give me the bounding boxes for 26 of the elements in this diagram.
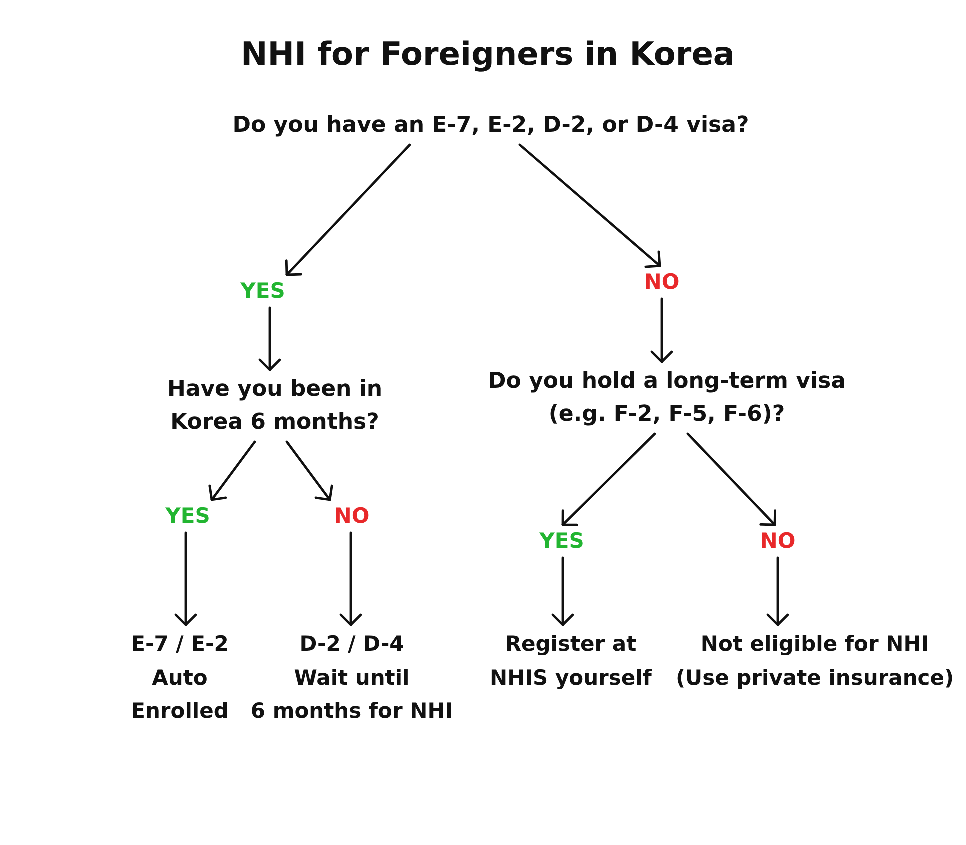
outcome-text: D-2 / D-4 Wait until 6 months for NHI [250,628,454,728]
no-label: NO [644,269,680,296]
no-label: NO [760,528,796,555]
yes-label: YES [540,528,584,555]
diagram-title: NHI for Foreigners in Korea [241,35,735,74]
question-text: Do you hold a long-term visa (e.g. F-2, F-5, F-6)? [488,365,846,431]
arrow [174,532,198,626]
no-label: NO [334,503,370,530]
arrow [286,440,334,502]
arrow [208,440,256,502]
arrow [518,144,662,268]
arrow [562,432,656,526]
arrow [552,556,574,626]
arrow [340,532,362,626]
outcome-text: Register at NHIS yourself [490,628,652,695]
arrow [258,306,282,372]
arrow [766,556,790,626]
arrow [285,144,412,276]
outcome-text: Not eligible for NHI (Use private insurance) [676,628,954,695]
arrow [686,432,777,526]
yes-label: YES [166,503,210,530]
question-text: Do you have an E-7, E-2, D-2, or D-4 visa? [232,109,750,142]
yes-label: YES [240,278,286,305]
outcome-text: E-7 / E-2 Auto Enrolled [131,628,229,728]
arrow [650,298,674,364]
question-text: Have you been in Korea 6 months? [167,373,383,439]
